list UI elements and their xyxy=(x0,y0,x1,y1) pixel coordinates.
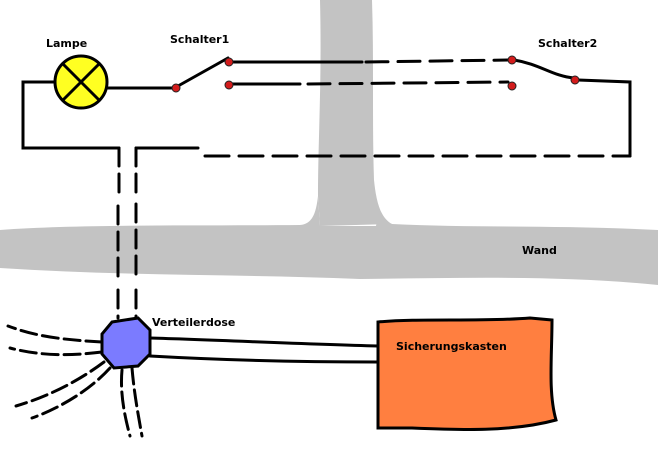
wall-vertical-section xyxy=(318,0,392,226)
box-to-fuse-wire-upper xyxy=(148,336,380,348)
lamp-down-cable-left xyxy=(116,146,121,320)
switch2-lever xyxy=(512,58,576,80)
switch1-lever xyxy=(176,56,230,88)
wall-label: Wand xyxy=(522,244,557,257)
switch2-contact-output xyxy=(570,75,580,85)
lamp xyxy=(53,54,109,110)
switch1-label: Schalter1 xyxy=(170,33,229,46)
switch2-contact-upper xyxy=(507,55,517,65)
outgoing-cable-5 xyxy=(120,368,132,438)
traveler-wire-1-dashed xyxy=(364,58,510,64)
wall xyxy=(0,0,658,285)
lamp-left-wire xyxy=(21,80,121,150)
switch-contacts xyxy=(171,55,580,93)
switch1-contact-lower xyxy=(224,80,234,90)
junction-box-label: Verteilerdose xyxy=(152,316,235,329)
switch1-contact-input xyxy=(171,83,181,93)
switch1-contact-upper xyxy=(224,57,234,67)
outgoing-cable-1 xyxy=(6,324,104,344)
lamp-cross xyxy=(61,62,101,102)
lamp-label: Lampe xyxy=(46,37,87,50)
switch2-right-wire xyxy=(576,78,632,158)
outgoing-cable-2 xyxy=(8,346,104,357)
switch2-contact-lower xyxy=(507,81,517,91)
wires xyxy=(6,56,632,438)
box-to-fuse-wire-lower xyxy=(148,354,380,364)
fuse-box-label: Sicherungskasten xyxy=(396,340,507,353)
fuse-box xyxy=(376,316,558,432)
traveler-wire-2-dashed xyxy=(306,80,510,86)
outgoing-cable-6 xyxy=(130,366,144,438)
outgoing-cable-4 xyxy=(30,366,112,420)
outgoing-cable-3 xyxy=(14,360,106,408)
junction-box xyxy=(100,316,152,370)
switch2-label: Schalter2 xyxy=(538,37,597,50)
wall-horizontal-section xyxy=(0,196,658,285)
